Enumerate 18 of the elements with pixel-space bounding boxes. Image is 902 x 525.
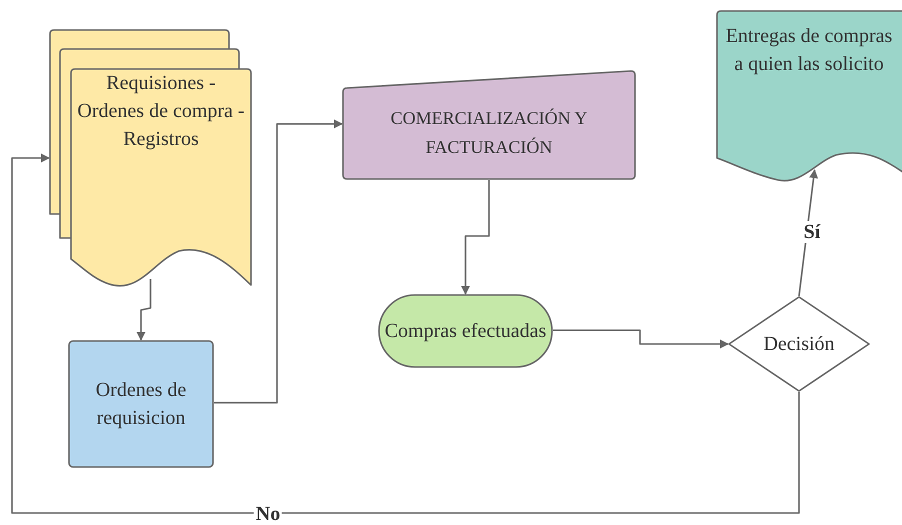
node-text: Compras efectuadas (384, 319, 548, 344)
node-text: Ordenes de requisicion (94, 378, 188, 431)
connector-arrow (798, 169, 818, 296)
connector-arrow (461, 180, 490, 295)
node-text: Requisiones - Ordenes de compra - Registros (76, 71, 246, 152)
connector-arrow (136, 279, 152, 341)
decision-diamond (728, 296, 870, 392)
node-text: COMERCIALIZACIÓN Y FACTURACIÓN (390, 107, 588, 159)
connector-arrow (553, 329, 729, 348)
manual-input-shape (342, 70, 636, 180)
edge-label: Sí (802, 221, 822, 243)
connector-arrow (214, 119, 343, 404)
connector-arrow (11, 154, 800, 514)
document-stack (49, 29, 252, 287)
node-text: Entregas de compras a quien las solicito (724, 24, 894, 77)
node-text: Decisión (762, 332, 836, 357)
process-box (68, 340, 214, 468)
document-shape (716, 10, 902, 180)
